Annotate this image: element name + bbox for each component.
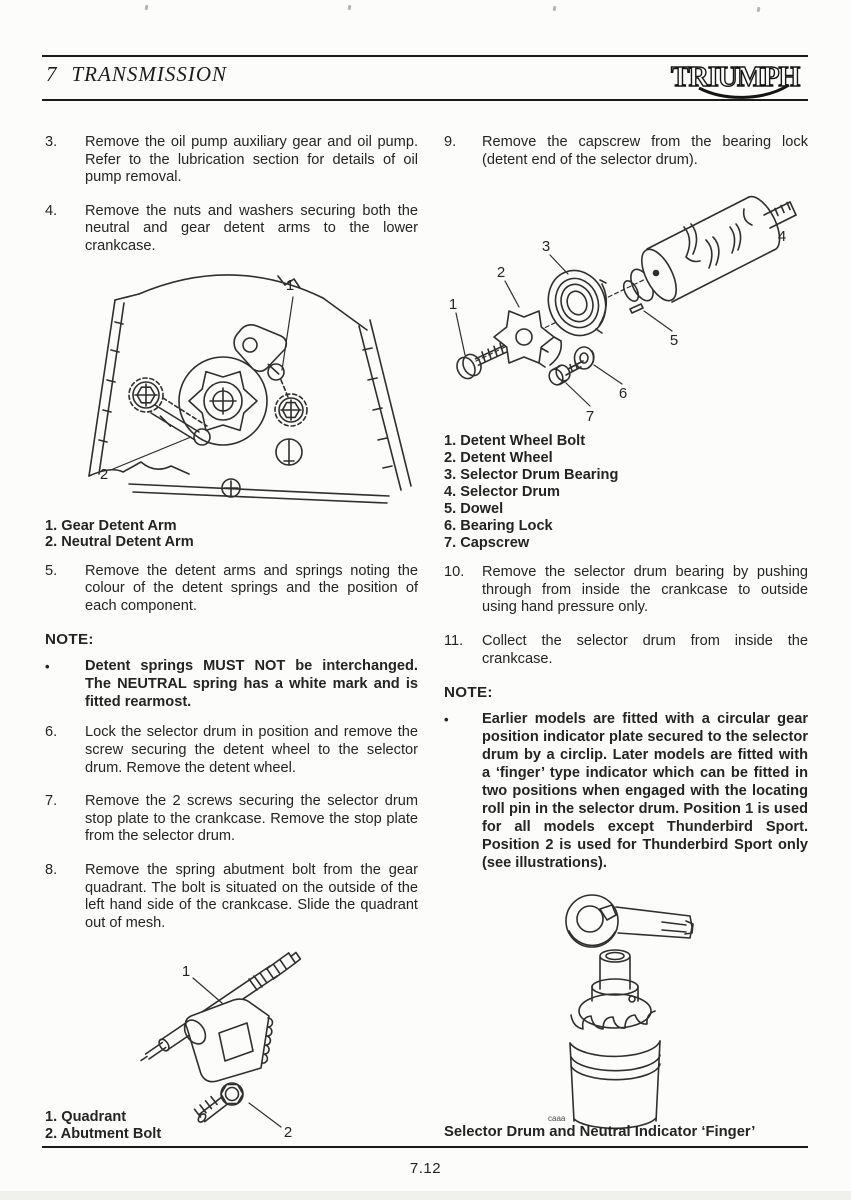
scan-artifact: [552, 5, 557, 12]
figure-caption-line: 4. Selector Drum: [444, 484, 560, 501]
figure2-caption: 1. Quadrant 2. Abutment Bolt: [45, 1109, 161, 1142]
figure-caption-line: 2. Detent Wheel: [444, 450, 553, 467]
figure-label: 1: [449, 296, 457, 313]
left-column: 3. Remove the oil pump auxiliary gear an…: [45, 134, 418, 1141]
note-heading: NOTE:: [444, 684, 493, 702]
scan-artifact: [756, 6, 761, 13]
step-text: Collect the selector drum from inside th…: [482, 632, 808, 667]
step-4: 4. Remove the nuts and washers securing …: [45, 203, 418, 256]
figure-selector-drum-exploded: 1 2 3 4 5 6 7: [449, 196, 797, 425]
figure-label: 2: [284, 1124, 292, 1141]
scan-edge: [0, 1191, 851, 1200]
figure-label: 3: [542, 238, 550, 255]
step-text: Remove the selector drum bearing by push…: [482, 564, 808, 616]
figure-label: 7: [586, 408, 594, 425]
figure4-caption: Selector Drum and Neutral Indicator ‘Fin…: [444, 1124, 756, 1140]
figure-label: 1: [182, 963, 190, 980]
figure-caption-line: 3. Selector Drum Bearing: [444, 467, 619, 484]
figure-neutral-finger: caaa: [548, 894, 694, 1130]
note-text: Detent springs MUST NOT be interchanged.…: [85, 658, 418, 711]
figure-label: 2: [497, 264, 505, 281]
step-number: 9.: [444, 134, 457, 150]
figure-code: caaa: [548, 1114, 566, 1123]
note-heading: NOTE:: [45, 631, 94, 649]
figure-detent-arms: 1 2: [88, 273, 412, 504]
note-text: Earlier models are fitted with a circula…: [482, 711, 808, 872]
bullet: •: [45, 659, 50, 675]
step-number: 8.: [45, 861, 58, 878]
step-8: 8. Remove the spring abutment bolt from …: [45, 862, 418, 932]
note-item: • Detent springs MUST NOT be interchange…: [45, 657, 418, 711]
scan-artifact: [347, 4, 352, 11]
step-9: 9. Remove the capscrew from the bearing …: [444, 134, 808, 169]
step-text: Remove the oil pump auxiliary gear and o…: [85, 134, 418, 186]
triumph-logo: TRIUMPH: [670, 61, 802, 99]
step-7: 7. Remove the 2 screws securing the sele…: [45, 793, 418, 846]
step-text: Remove the capscrew from the bearing loc…: [482, 134, 808, 168]
figure-caption-line: 1. Detent Wheel Bolt: [444, 433, 586, 450]
step-number: 7.: [45, 793, 58, 810]
scan-artifact: [144, 4, 149, 11]
logo-swoosh: [698, 83, 790, 99]
header-rule-top: [42, 55, 808, 57]
footer-rule: [42, 1146, 808, 1148]
figure-caption-line: 7. Capscrew: [444, 535, 530, 552]
step-text: Lock the selector drum in position and r…: [85, 724, 418, 776]
step-11: 11. Collect the selector drum from insid…: [444, 633, 808, 668]
step-10: 10. Remove the selector drum bearing by …: [444, 564, 808, 617]
figure-label: 4: [778, 228, 786, 245]
figure-caption-list: 1. Detent Wheel Bolt 2. Detent Wheel 3. …: [444, 433, 808, 552]
section-number: 7: [46, 62, 58, 86]
figure-label: 2: [100, 466, 108, 483]
right-column: 9. Remove the capscrew from the bearing …: [444, 134, 808, 1130]
figure-caption-line: 2. Abutment Bolt: [45, 1125, 162, 1142]
step-number: 11.: [444, 632, 464, 649]
step-text: Remove the 2 screws securing the selecto…: [85, 793, 418, 845]
figure-caption-line: 6. Bearing Lock: [444, 518, 553, 535]
bullet: •: [444, 712, 449, 728]
figure-label: 1: [286, 277, 294, 294]
step-3: 3. Remove the oil pump auxiliary gear an…: [45, 134, 418, 187]
header-rule-bottom: [42, 99, 808, 101]
step-number: 6.: [45, 724, 58, 741]
step-text: Remove the spring abutment bolt from the…: [85, 861, 418, 931]
figure-caption-line: 1. Quadrant: [45, 1109, 127, 1125]
step-number: 5.: [45, 562, 58, 579]
figure-label: 6: [619, 385, 627, 402]
step-number: 10.: [444, 564, 465, 581]
step-6: 6. Lock the selector drum in position an…: [45, 724, 418, 777]
figure-caption-line: 2. Neutral Detent Arm: [45, 534, 194, 551]
section-title: TRANSMISSION: [71, 62, 227, 86]
figure-caption-line: 5. Dowel: [444, 501, 504, 518]
step-number: 4.: [45, 202, 58, 219]
note-item: • Earlier models are fitted with a circu…: [444, 710, 808, 872]
page-number: 7.12: [409, 1160, 442, 1177]
page-title: 7 TRANSMISSION: [46, 62, 227, 87]
step-number: 3.: [45, 134, 58, 150]
step-5: 5. Remove the detent arms and springs no…: [45, 563, 418, 616]
step-text: Remove the detent arms and springs notin…: [85, 562, 418, 614]
step-text: Remove the nuts and washers securing bot…: [85, 202, 418, 254]
figure-quadrant: 1 2: [140, 951, 302, 1141]
figure-label: 5: [670, 332, 678, 349]
figure-caption-line: 1. Gear Detent Arm: [45, 517, 177, 534]
brand-text: TRIUMPH: [671, 62, 801, 93]
